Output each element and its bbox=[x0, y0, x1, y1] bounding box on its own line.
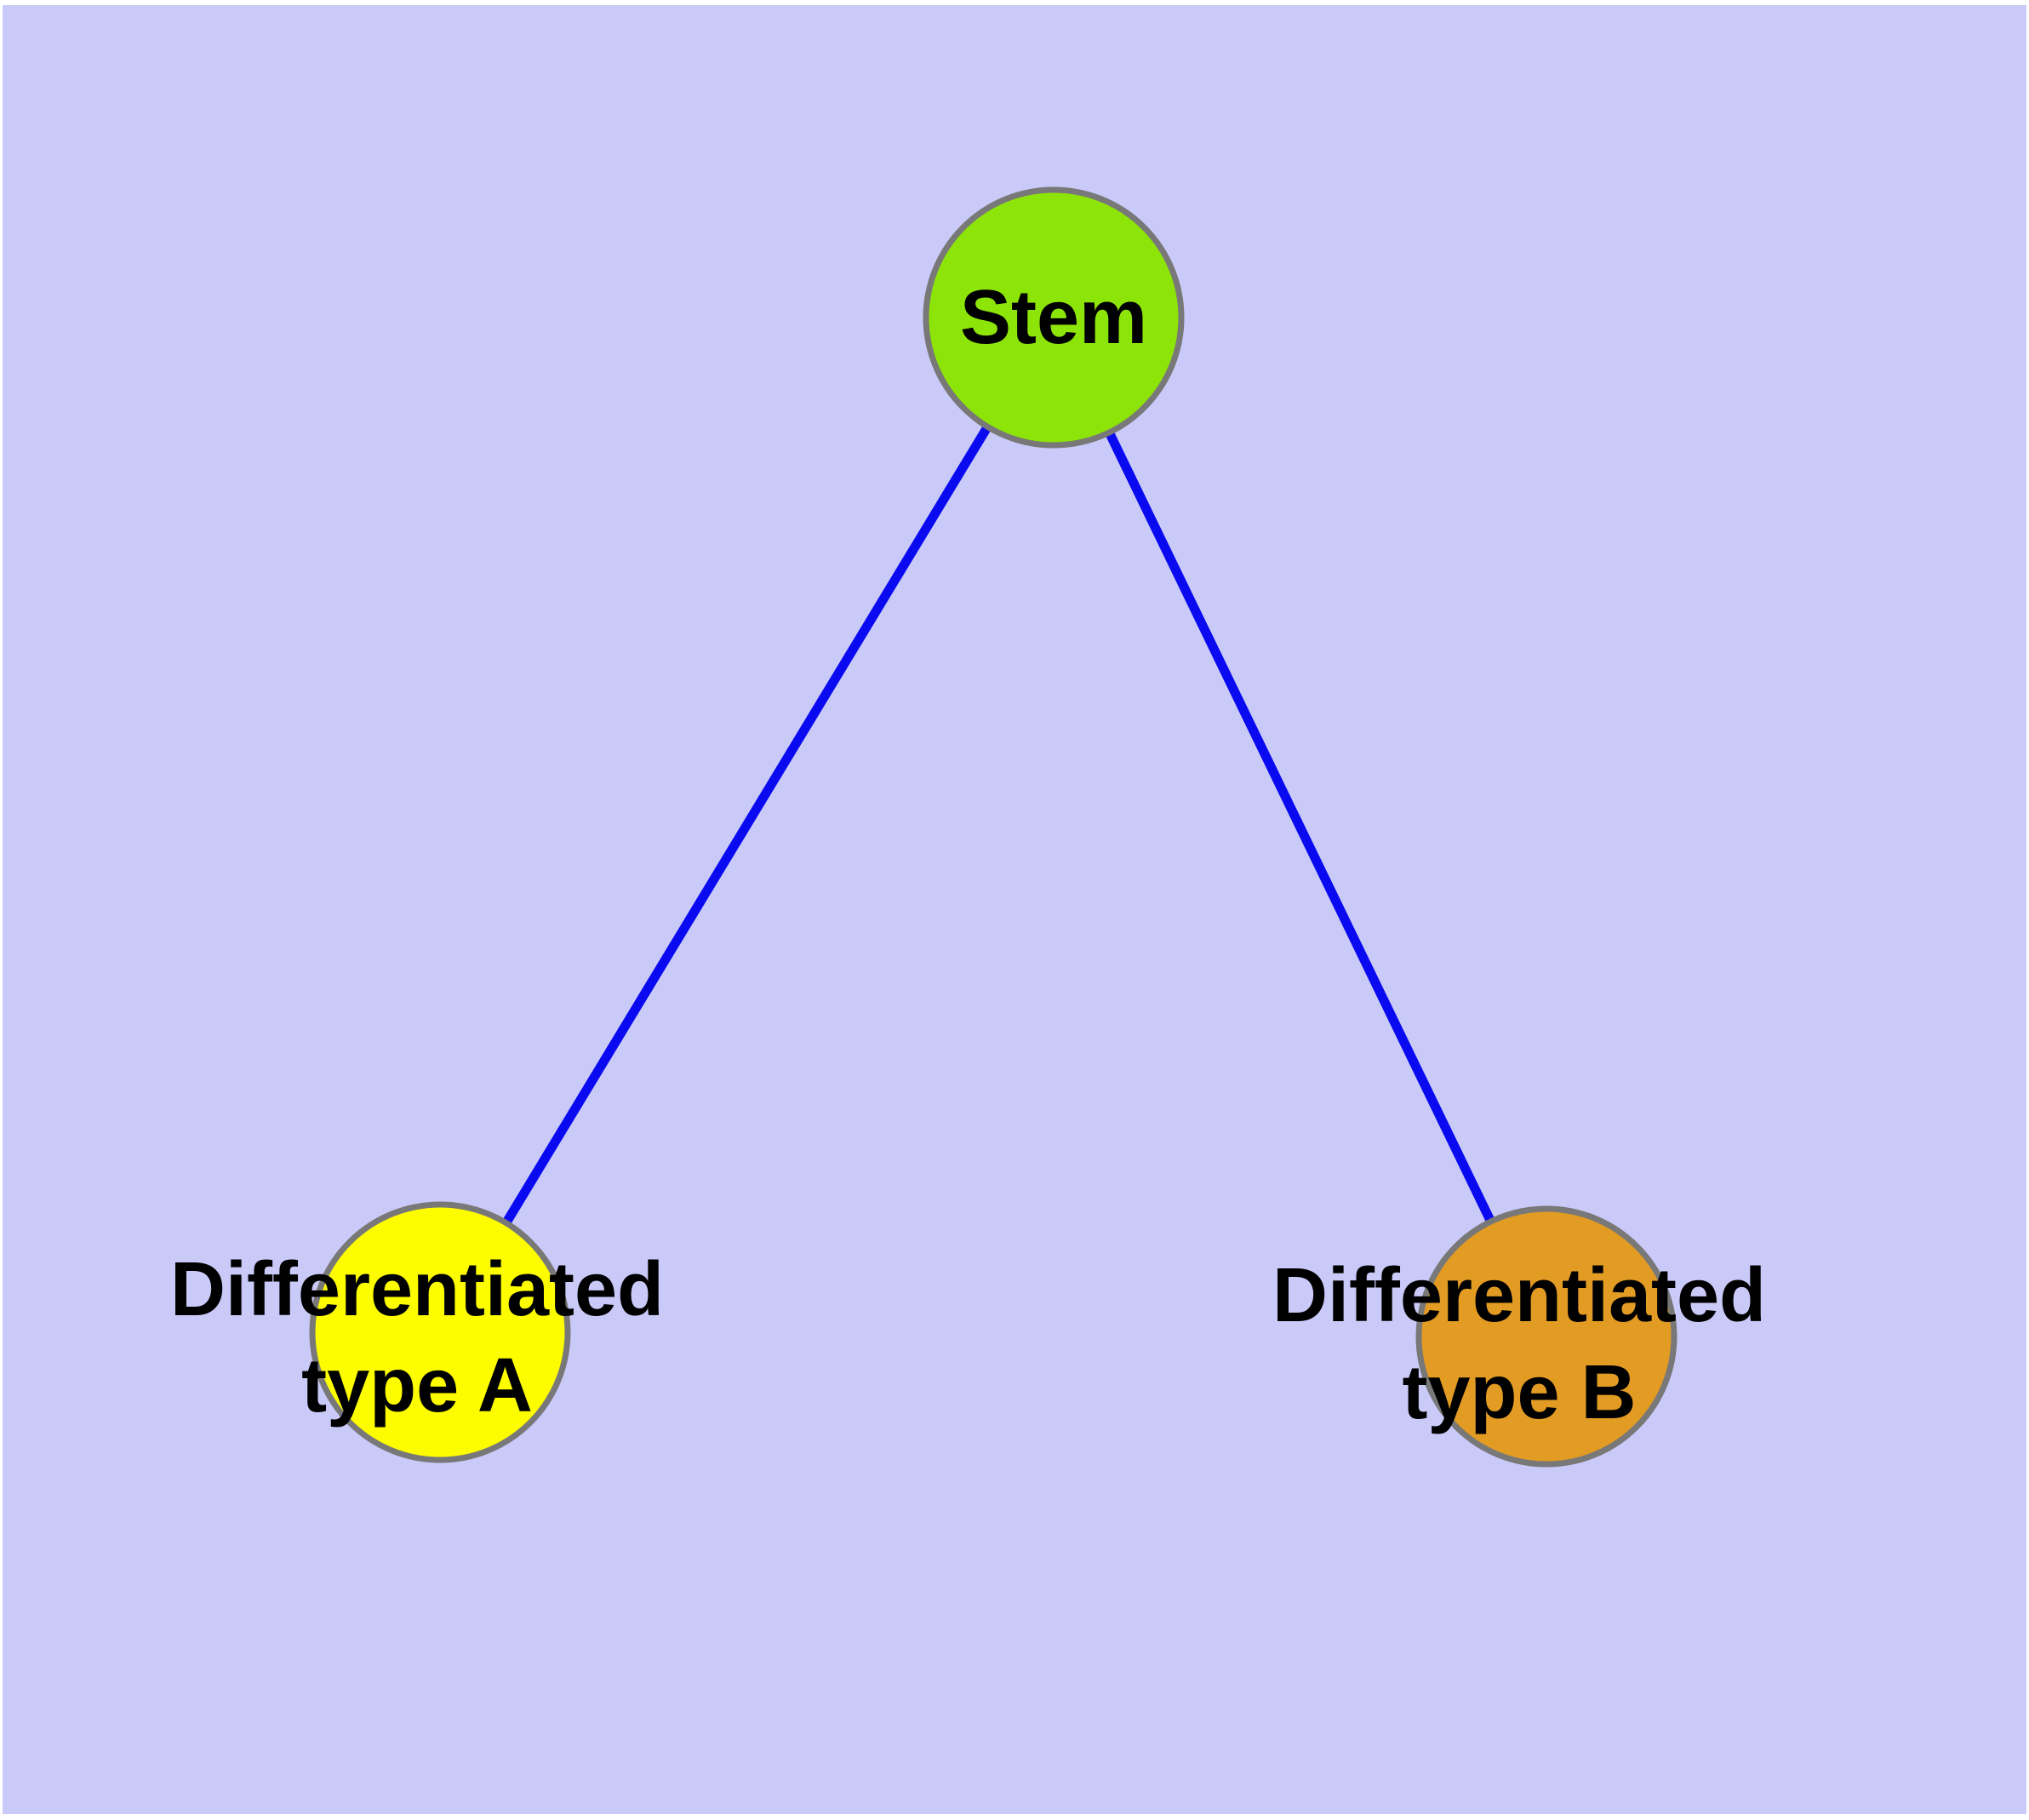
stem-node: Stem bbox=[923, 186, 1185, 449]
differentiated-type-a-label-line1: Differentiated bbox=[170, 1247, 664, 1332]
differentiated-type-b-circle bbox=[1415, 1205, 1677, 1468]
edge-group bbox=[436, 315, 1551, 1339]
differentiated-type-a-label-line2: type A bbox=[301, 1343, 533, 1428]
differentiated-type-a-node: Differentiated type A bbox=[170, 1201, 664, 1463]
stem-node-circle bbox=[923, 186, 1185, 449]
differentiated-type-b-label-line2: type B bbox=[1402, 1350, 1636, 1435]
edge-stem-to-type-b bbox=[1049, 315, 1551, 1339]
differentiated-type-b-label-line1: Differentiated bbox=[1272, 1253, 1766, 1338]
differentiated-type-b-node: Differentiated type B bbox=[1272, 1205, 1766, 1468]
edge-stem-to-type-a bbox=[436, 315, 1058, 1335]
differentiated-type-a-circle bbox=[309, 1201, 571, 1463]
stem-node-label: Stem bbox=[960, 275, 1147, 360]
